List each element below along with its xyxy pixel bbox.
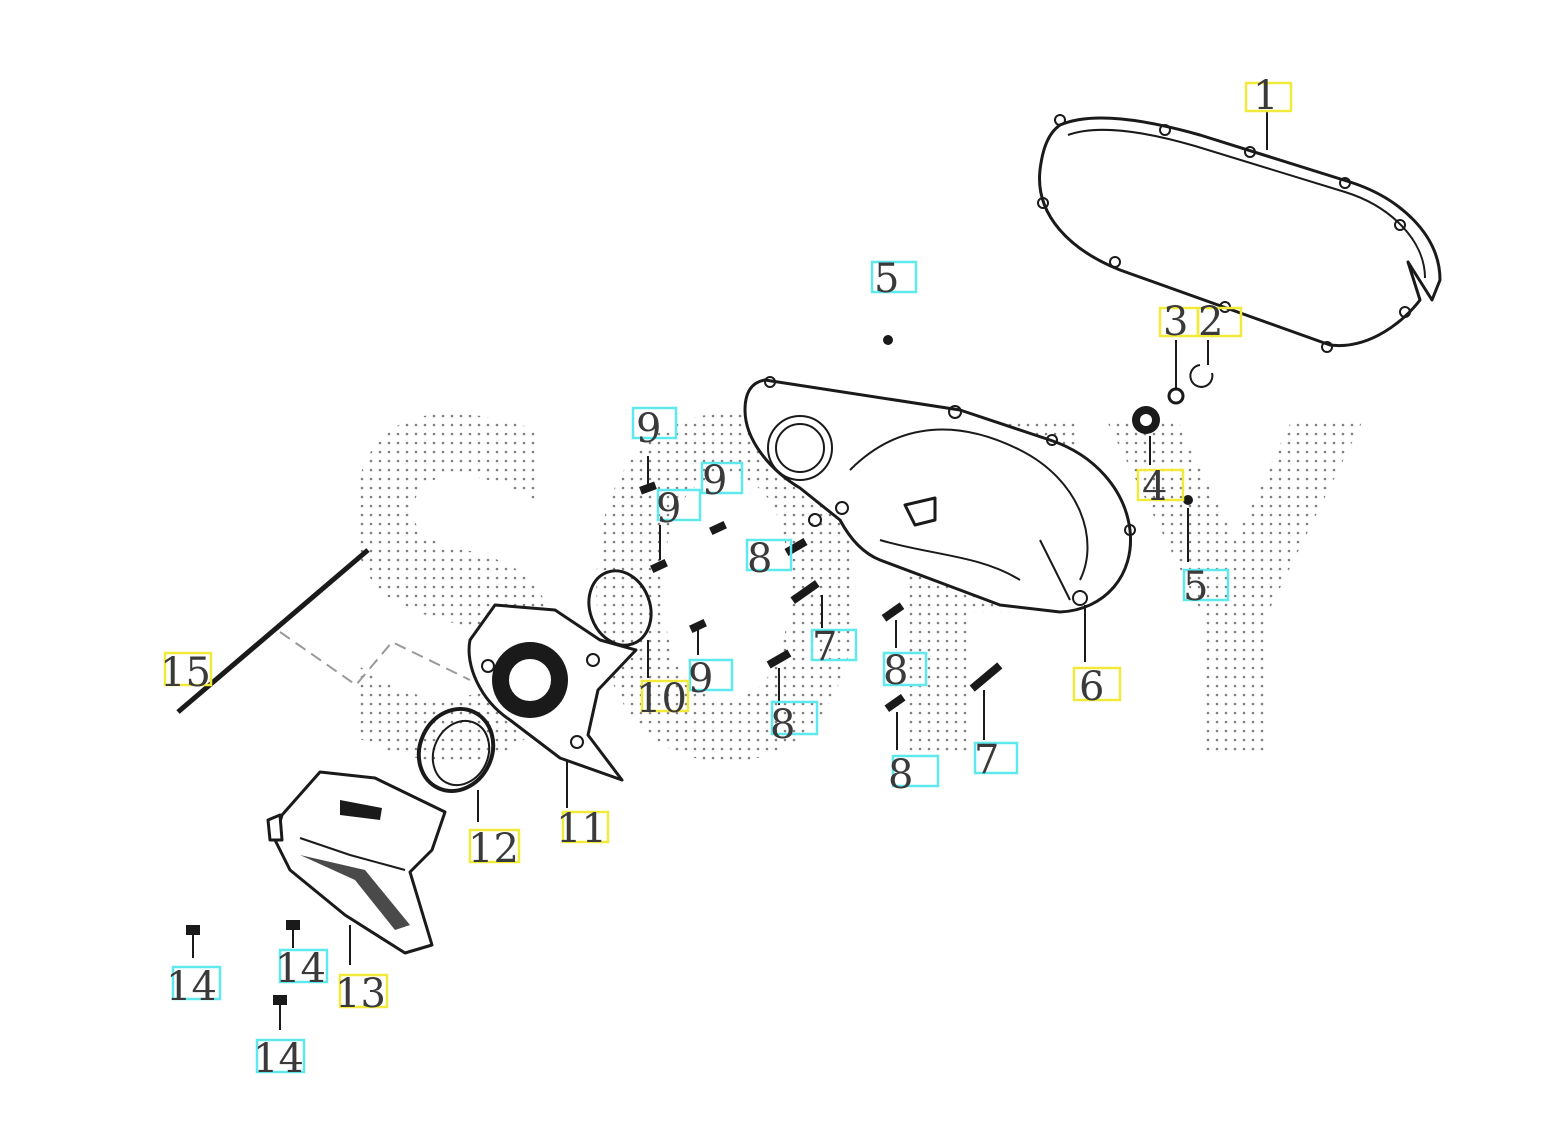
circlip-part <box>1189 364 1214 388</box>
callout-11: 11 <box>556 806 610 852</box>
callout-6: 6 <box>1072 664 1122 710</box>
seal-ring-part <box>416 707 496 793</box>
callout-12: 12 <box>468 826 521 872</box>
callout-8-c-label: 8 <box>770 702 795 748</box>
callout-14-c-label: 14 <box>253 1036 304 1082</box>
callout-7-mid: 7 <box>810 624 858 670</box>
callout-6-label: 6 <box>1079 664 1104 710</box>
callout-14-c: 14 <box>253 1036 306 1082</box>
leader-lines <box>192 112 1268 1030</box>
callout-8-b-label: 8 <box>883 648 908 694</box>
callout-7-right-label: 7 <box>974 737 999 783</box>
callout-9-a-label: 9 <box>636 406 661 452</box>
callout-2-label: 2 <box>1198 299 1223 345</box>
callout-15: 15 <box>160 650 213 696</box>
callout-8-d: 8 <box>888 752 940 798</box>
callout-9-c: 9 <box>656 486 702 532</box>
callout-4: 4 <box>1136 464 1185 510</box>
bearing-part <box>1132 406 1160 434</box>
callout-3: 3 <box>1158 299 1200 345</box>
o-ring-part <box>587 569 653 647</box>
cover-plate <box>467 603 638 782</box>
callout-10: 10 <box>636 676 690 722</box>
callout-8-a-label: 8 <box>747 536 772 582</box>
washer-part <box>1167 387 1185 405</box>
callout-8-d-label: 8 <box>888 752 913 798</box>
callout-12-label: 12 <box>468 826 519 872</box>
callout-9-b-label: 9 <box>702 458 727 504</box>
crankcase-cover <box>743 376 1136 614</box>
callout-15-label: 15 <box>160 650 211 696</box>
cover-gasket <box>1037 114 1442 353</box>
callout-8-c: 8 <box>770 700 819 748</box>
callout-14-b: 14 <box>275 946 329 992</box>
callout-5-right-label: 5 <box>1183 564 1208 610</box>
guard-cover <box>266 770 447 955</box>
callout-10-label: 10 <box>636 676 687 722</box>
callout-5-top: 5 <box>870 256 918 302</box>
callout-13-label: 13 <box>335 971 386 1017</box>
callout-13: 13 <box>335 971 389 1017</box>
callout-9-a: 9 <box>631 406 678 452</box>
callout-9-c-label: 9 <box>656 486 681 532</box>
plug-part <box>1183 495 1193 505</box>
callout-5-top-label: 5 <box>874 256 899 302</box>
callout-4-label: 4 <box>1142 464 1167 510</box>
bolts <box>186 481 1003 1005</box>
callout-14-a-label: 14 <box>166 964 217 1010</box>
callout-9-d: 9 <box>688 656 734 702</box>
callout-5-right: 5 <box>1182 564 1230 610</box>
callout-9-d-label: 9 <box>688 656 713 702</box>
callout-2: 2 <box>1196 299 1243 345</box>
callout-7-mid-label: 7 <box>812 624 837 670</box>
callout-1: 1 <box>1244 73 1293 119</box>
callout-8-a: 8 <box>745 536 793 582</box>
callout-14-b-label: 14 <box>275 946 326 992</box>
callout-1-label: 1 <box>1253 73 1278 119</box>
plug-part <box>883 335 893 345</box>
callout-9-b: 9 <box>700 458 744 504</box>
callout-7-right: 7 <box>973 737 1019 783</box>
callout-11-label: 11 <box>556 806 607 852</box>
callout-8-b: 8 <box>882 648 928 694</box>
callout-14-a: 14 <box>166 964 222 1010</box>
callout-3-label: 3 <box>1163 299 1188 345</box>
dashed-link <box>279 631 471 687</box>
